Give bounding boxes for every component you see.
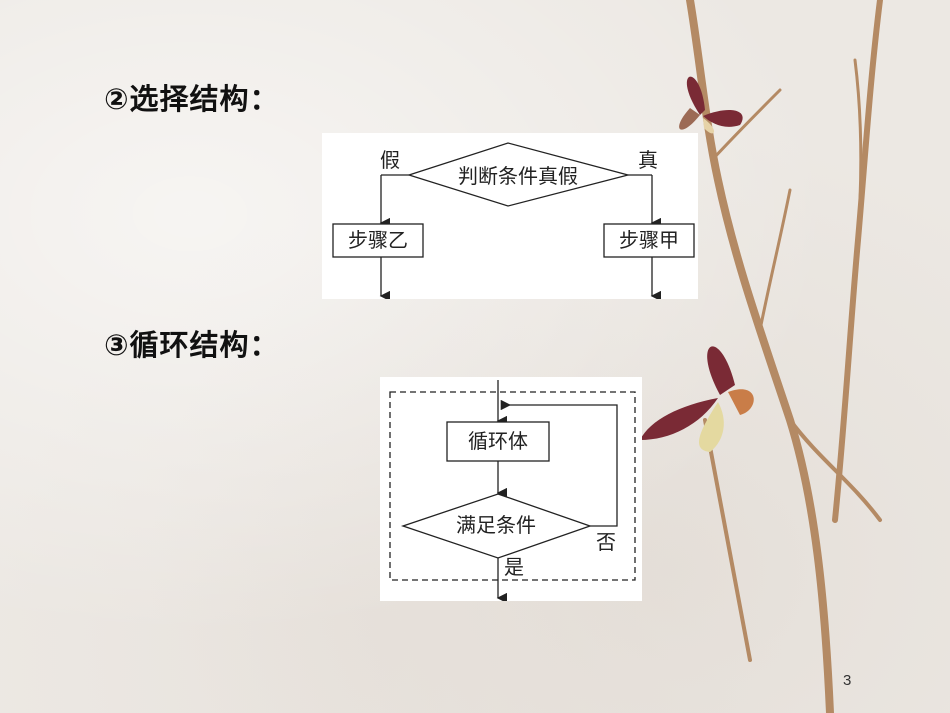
- step-right-box: [603, 223, 695, 258]
- no-return-line: [500, 399, 618, 527]
- false-label: 假: [380, 148, 400, 172]
- loop-flowchart: 循环体 满足条件 否 是: [389, 380, 636, 604]
- butterfly-icon: [640, 346, 754, 452]
- loop-structure-diagram: 循环体 满足条件 否 是: [380, 377, 642, 604]
- true-label: 真: [638, 148, 658, 172]
- select-structure-heading: ②选择结构：: [104, 82, 280, 116]
- step-left-label: 步骤乙: [348, 228, 408, 252]
- loop-structure-heading: ③循环结构：: [104, 328, 280, 362]
- selection-flowchart: 判断条件真假 假 真 步骤乙 步骤甲: [332, 142, 695, 302]
- yes-label: 是: [504, 555, 524, 579]
- no-label: 否: [596, 530, 616, 554]
- page-number: 3: [843, 672, 852, 689]
- butterfly-icon: [679, 76, 743, 134]
- condition-label: 判断条件真假: [458, 164, 578, 188]
- selection-structure-diagram: 判断条件真假 假 真 步骤乙 步骤甲: [322, 133, 698, 302]
- loop-body-label: 循环体: [468, 429, 528, 453]
- step-left-box: [332, 223, 424, 258]
- loop-condition-label: 满足条件: [456, 513, 536, 537]
- dashed-boundary: [389, 391, 636, 581]
- step-right-label: 步骤甲: [619, 228, 679, 252]
